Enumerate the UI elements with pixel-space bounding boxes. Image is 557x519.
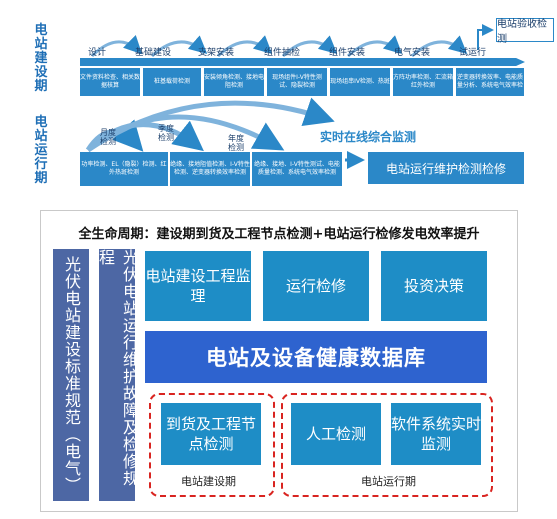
operation-maintenance-box: 运行检修 (263, 251, 369, 321)
delivery-node-inspection-box: 到货及工程节点检测 (161, 403, 261, 465)
step-module-sampling-label: 组件抽检 (264, 48, 301, 58)
construction-group (149, 393, 275, 497)
monthly-label: 月度检测 (100, 128, 116, 146)
step-bracket-label: 支架安装 (198, 48, 235, 58)
operation-group (281, 393, 493, 497)
realtime-monitoring-label: 实时在线综合监测 (320, 130, 417, 144)
step-trial-run-label: 试运行 (459, 48, 487, 58)
operation-group-label: 电站运行期 (361, 475, 416, 488)
software-monitoring-box: 软件系统实时监测 (391, 403, 481, 465)
step-foundation-detail: 桩基载荷检测 (143, 68, 201, 96)
step-bracket-detail: 安装倾角检测、接地电阻检测 (204, 68, 264, 96)
step-electrical-label: 电气安装 (394, 48, 431, 58)
construction-standard-spec: 光伏电站建设标准规范（电气） (53, 249, 89, 501)
step-design-detail: 文件资料检查、相关数据核算 (80, 68, 140, 96)
operation-period-label: 电站运行期 (34, 115, 48, 186)
acceptance-box: 电站验收检测 (496, 18, 554, 45)
health-database-bar: 电站及设备健康数据库 (145, 331, 487, 383)
investment-decision-box: 投资决策 (381, 251, 487, 321)
annual-label: 年度检测 (228, 134, 244, 152)
step-module-install-label: 组件安装 (329, 48, 366, 58)
quarterly-tasks: 绝缘、接地阻值检测、I-V特性检测、逆变器转换效率检测 (170, 152, 250, 186)
panel-title: 全生命周期：建设期到货及工程节点检测+电站运行检修发电效率提升 (78, 227, 480, 242)
lifecycle-panel: 全生命周期：建设期到货及工程节点检测+电站运行检修发电效率提升 光伏电站建设标准… (40, 210, 518, 512)
manual-inspection-box: 人工检测 (291, 403, 381, 465)
step-trial-run-detail: 逆变器转换效率、电能质量分析、系统电气效率检 (456, 68, 524, 96)
construction-period-label: 电站建设期 (34, 23, 48, 94)
operation-arcs (85, 97, 335, 153)
step-module-install-detail: 现场组串IV检测、热斑 (330, 68, 390, 96)
step-foundation-label: 基础建设 (135, 48, 172, 58)
operation-maintenance-spec: 光伏电站运行维护故障及检修规程 (96, 249, 139, 501)
maintenance-box: 电站运行维护检测检修 (368, 152, 524, 184)
construction-supervision-box: 电站建设工程监理 (145, 251, 251, 321)
flow-arrows (85, 24, 494, 169)
step-module-sampling-detail: 现场组件I-V特性测试、隐裂检测 (267, 68, 327, 96)
quarterly-label: 季度检测 (158, 124, 174, 142)
step-design-label: 设计 (88, 48, 107, 58)
construction-arcs (90, 35, 468, 58)
construction-group-label: 电站建设期 (181, 475, 236, 488)
step-electrical-detail: 方阵功率检测、汇流箱红外检测 (393, 68, 453, 96)
annual-tasks: 绝缘、接地、I-V特性测试、电能质量检测、系统电气效率检测 (252, 152, 342, 186)
construction-strip (80, 58, 525, 66)
monthly-tasks: 功率检测、EL（隐裂）检测、红外热斑检测 (80, 152, 168, 186)
